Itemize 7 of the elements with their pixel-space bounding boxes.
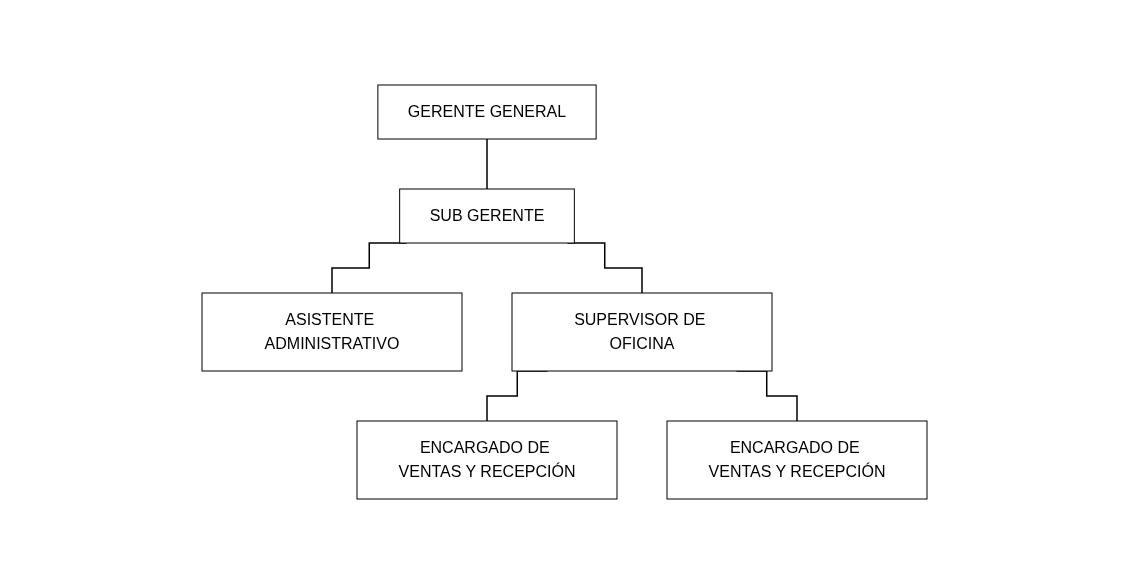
node-box: SUPERVISOR DE OFICINA: [511, 292, 773, 372]
node-box: SUB GERENTE: [399, 188, 575, 244]
node-box: ENCARGADO DE VENTAS Y RECEPCIÓN: [356, 420, 618, 500]
connector: [486, 138, 488, 190]
node-box: GERENTE GENERAL: [377, 84, 597, 140]
node-box: ENCARGADO DE VENTAS Y RECEPCIÓN: [666, 420, 928, 500]
node-box: ASISTENTE ADMINISTRATIVO: [201, 292, 463, 372]
